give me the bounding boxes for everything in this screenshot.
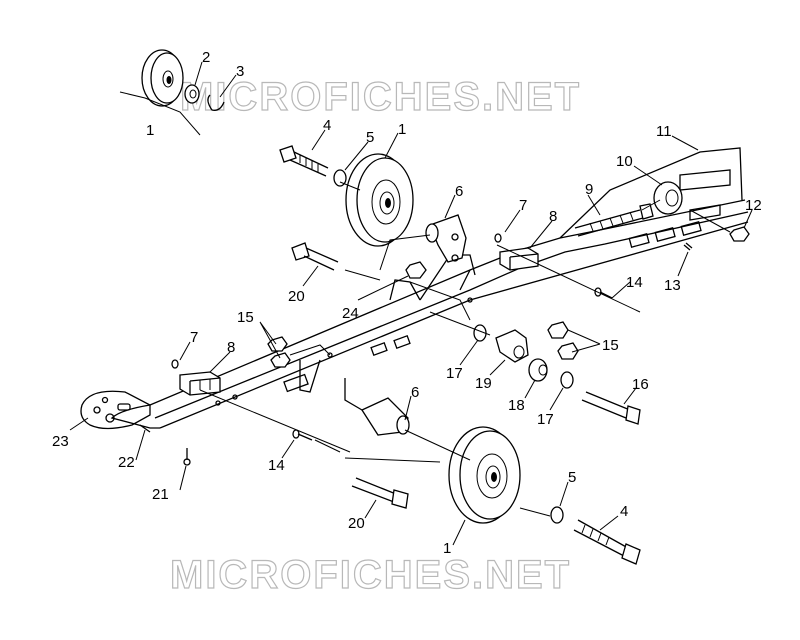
rear-rail-section xyxy=(419,147,743,301)
pin-14-right xyxy=(594,287,613,299)
adjuster-cap xyxy=(653,181,683,215)
idler-wheel-upper xyxy=(345,153,414,247)
bolt-20-upper xyxy=(291,242,339,271)
callout-20-upper: 20 xyxy=(288,288,305,305)
callout-6-lower: 6 xyxy=(411,384,419,401)
nut-15-right-b xyxy=(557,342,579,360)
callout-8-upper: 8 xyxy=(549,208,557,225)
callout-1-top-left: 1 xyxy=(146,122,154,139)
axle-bracket-upper xyxy=(425,214,467,263)
callout-15-right: 15 xyxy=(602,337,619,354)
rivet-21 xyxy=(183,448,191,466)
callout-7-lower: 7 xyxy=(190,329,198,346)
screw-13 xyxy=(683,242,693,251)
watermark-bottom: MICROFICHES.NET xyxy=(170,553,571,597)
axle-bracket-lower xyxy=(344,378,410,436)
bolt-16 xyxy=(581,391,641,425)
callout-6-upper: 6 xyxy=(455,183,463,200)
callout-labels: 1 2 3 1 4 5 6 7 8 9 10 11 12 13 14 20 24… xyxy=(52,49,762,557)
callout-21: 21 xyxy=(152,486,169,503)
bolt-20-lower xyxy=(351,477,409,509)
callout-12: 12 xyxy=(745,197,762,214)
callout-1-lower: 1 xyxy=(443,540,451,557)
callout-2: 2 xyxy=(202,49,210,66)
nut-12 xyxy=(729,226,750,242)
callout-17-a: 17 xyxy=(446,365,463,382)
idler-wheel-top-left xyxy=(119,49,225,136)
callout-1-upper: 1 xyxy=(398,121,406,138)
nut-15-left-b xyxy=(270,352,291,368)
callout-17-b: 17 xyxy=(537,411,554,428)
slider-block-right xyxy=(499,247,539,271)
callout-7-upper: 7 xyxy=(519,197,527,214)
watermark-top: MICROFICHES.NET xyxy=(180,75,581,119)
callout-9: 9 xyxy=(585,181,593,198)
slider-block-left xyxy=(179,371,221,396)
washer-upper xyxy=(333,169,347,187)
callout-14-lower: 14 xyxy=(268,457,285,474)
rivet-22 xyxy=(139,424,151,433)
rail-tip-plate xyxy=(80,390,151,430)
pin-7-right xyxy=(494,233,502,243)
callout-13: 13 xyxy=(664,277,681,294)
callout-10: 10 xyxy=(616,153,633,170)
callout-14-upper: 14 xyxy=(626,274,643,291)
callout-5-lower: 5 xyxy=(568,469,576,486)
callout-24: 24 xyxy=(342,305,359,322)
callout-8-lower: 8 xyxy=(227,339,235,356)
washer-lower xyxy=(550,506,564,524)
cam-19 xyxy=(495,329,529,363)
callout-22: 22 xyxy=(118,454,135,471)
callout-3: 3 xyxy=(236,63,244,80)
bolt-lower xyxy=(573,519,641,565)
nut-15-left-a xyxy=(267,336,288,352)
callout-4-lower: 4 xyxy=(620,503,628,520)
pin-14-left xyxy=(292,429,313,441)
nut-15-right-a xyxy=(547,321,569,339)
leader-lines xyxy=(69,61,753,546)
callout-11: 11 xyxy=(656,123,672,140)
left-slide-rail xyxy=(110,199,749,429)
callout-15-left: 15 xyxy=(237,309,254,326)
callout-5-upper: 5 xyxy=(366,129,374,146)
spacer-18 xyxy=(528,358,548,382)
pin-7-left xyxy=(171,359,179,369)
callout-19: 19 xyxy=(475,375,492,392)
bolt-upper xyxy=(279,145,329,177)
callout-16: 16 xyxy=(632,376,649,393)
nut-24 xyxy=(405,261,427,279)
callout-20-lower: 20 xyxy=(348,515,365,532)
washer-17-b xyxy=(560,371,574,389)
callout-23: 23 xyxy=(52,433,69,450)
callout-18: 18 xyxy=(508,397,525,414)
callout-4-upper: 4 xyxy=(323,117,331,134)
idler-wheel-lower xyxy=(448,426,521,524)
bolt-9 xyxy=(574,203,654,237)
assembly-lines xyxy=(199,181,731,517)
